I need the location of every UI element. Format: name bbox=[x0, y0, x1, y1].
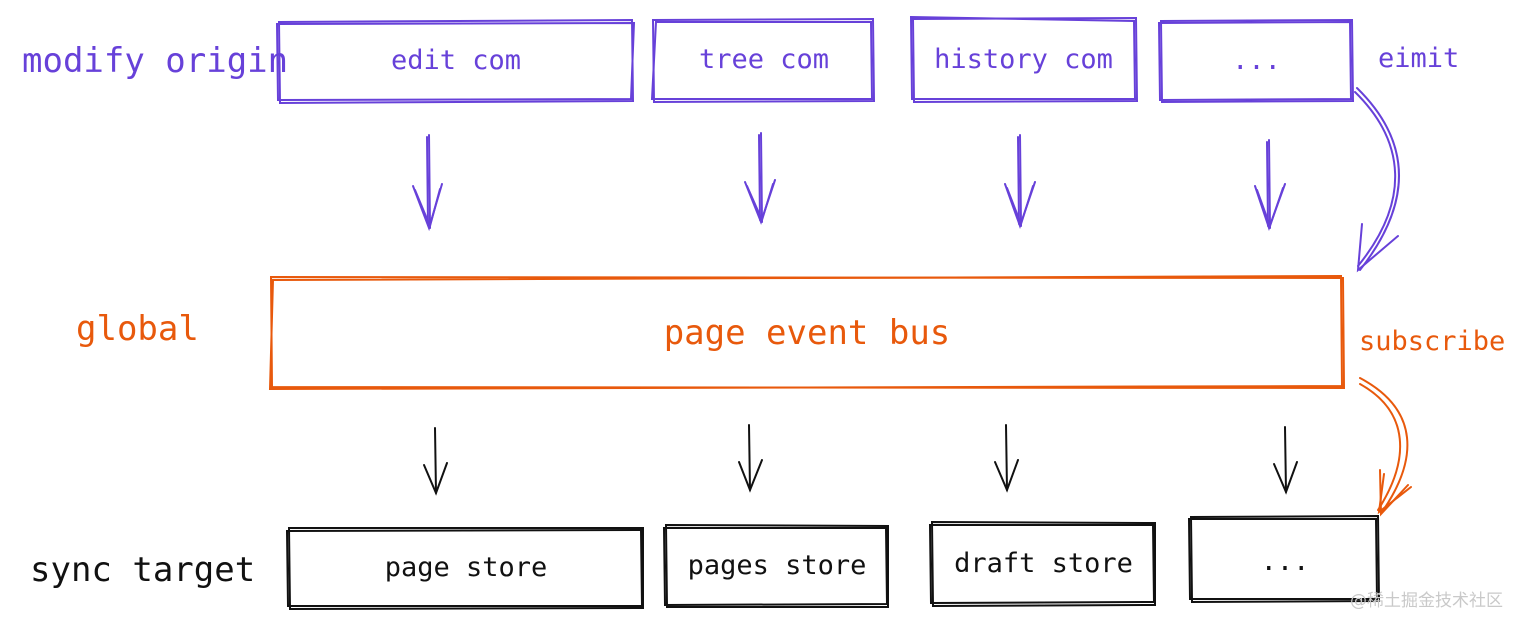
arrow-bus-to-pages-store bbox=[738, 424, 763, 493]
arrow-bus-to-more-store bbox=[1273, 426, 1298, 495]
target-box-draft-store bbox=[928, 520, 1156, 608]
emit-arrow bbox=[1354, 87, 1401, 273]
origin-box-edit-com bbox=[275, 18, 636, 105]
target-box-more bbox=[1187, 514, 1381, 604]
bus-box bbox=[268, 274, 1346, 391]
subscribe-arrow bbox=[1359, 377, 1412, 517]
target-box-label: draft store bbox=[954, 548, 1133, 579]
arrow-more-to-bus bbox=[1254, 139, 1286, 232]
origin-box-label: history com bbox=[934, 44, 1113, 75]
arrow-tree-to-bus bbox=[744, 132, 776, 225]
row-label-modify-origin: modify origin bbox=[22, 41, 289, 81]
arrow-bus-to-page-store bbox=[423, 427, 448, 496]
target-box-pages-store bbox=[662, 523, 889, 608]
origin-arrows bbox=[412, 132, 1286, 232]
origin-box-history-com bbox=[909, 15, 1139, 104]
target-box-label: page store bbox=[384, 552, 548, 583]
bus-label: page event bus bbox=[663, 313, 951, 353]
origin-box-tree-com bbox=[650, 17, 876, 104]
row-label-sync-target: sync target bbox=[30, 550, 256, 590]
subscribe-label: subscribe bbox=[1359, 326, 1506, 357]
target-box-page-store bbox=[285, 527, 644, 611]
origin-box-more bbox=[1157, 18, 1355, 104]
emit-label: eimit bbox=[1378, 43, 1460, 74]
arrow-history-to-bus bbox=[1004, 134, 1036, 230]
watermark: @稀土掘金技术社区 bbox=[1350, 591, 1503, 611]
row-label-global: global bbox=[76, 309, 199, 349]
origin-box-label: edit com bbox=[390, 45, 522, 76]
target-box-label: ... bbox=[1260, 546, 1310, 577]
origin-box-label: tree com bbox=[698, 44, 830, 75]
target-box-label: pages store bbox=[687, 550, 867, 581]
arrow-bus-to-draft-store bbox=[994, 424, 1019, 493]
arrow-edit-to-bus bbox=[412, 134, 443, 232]
origin-box-label: ... bbox=[1232, 45, 1281, 76]
target-arrows bbox=[423, 424, 1298, 496]
